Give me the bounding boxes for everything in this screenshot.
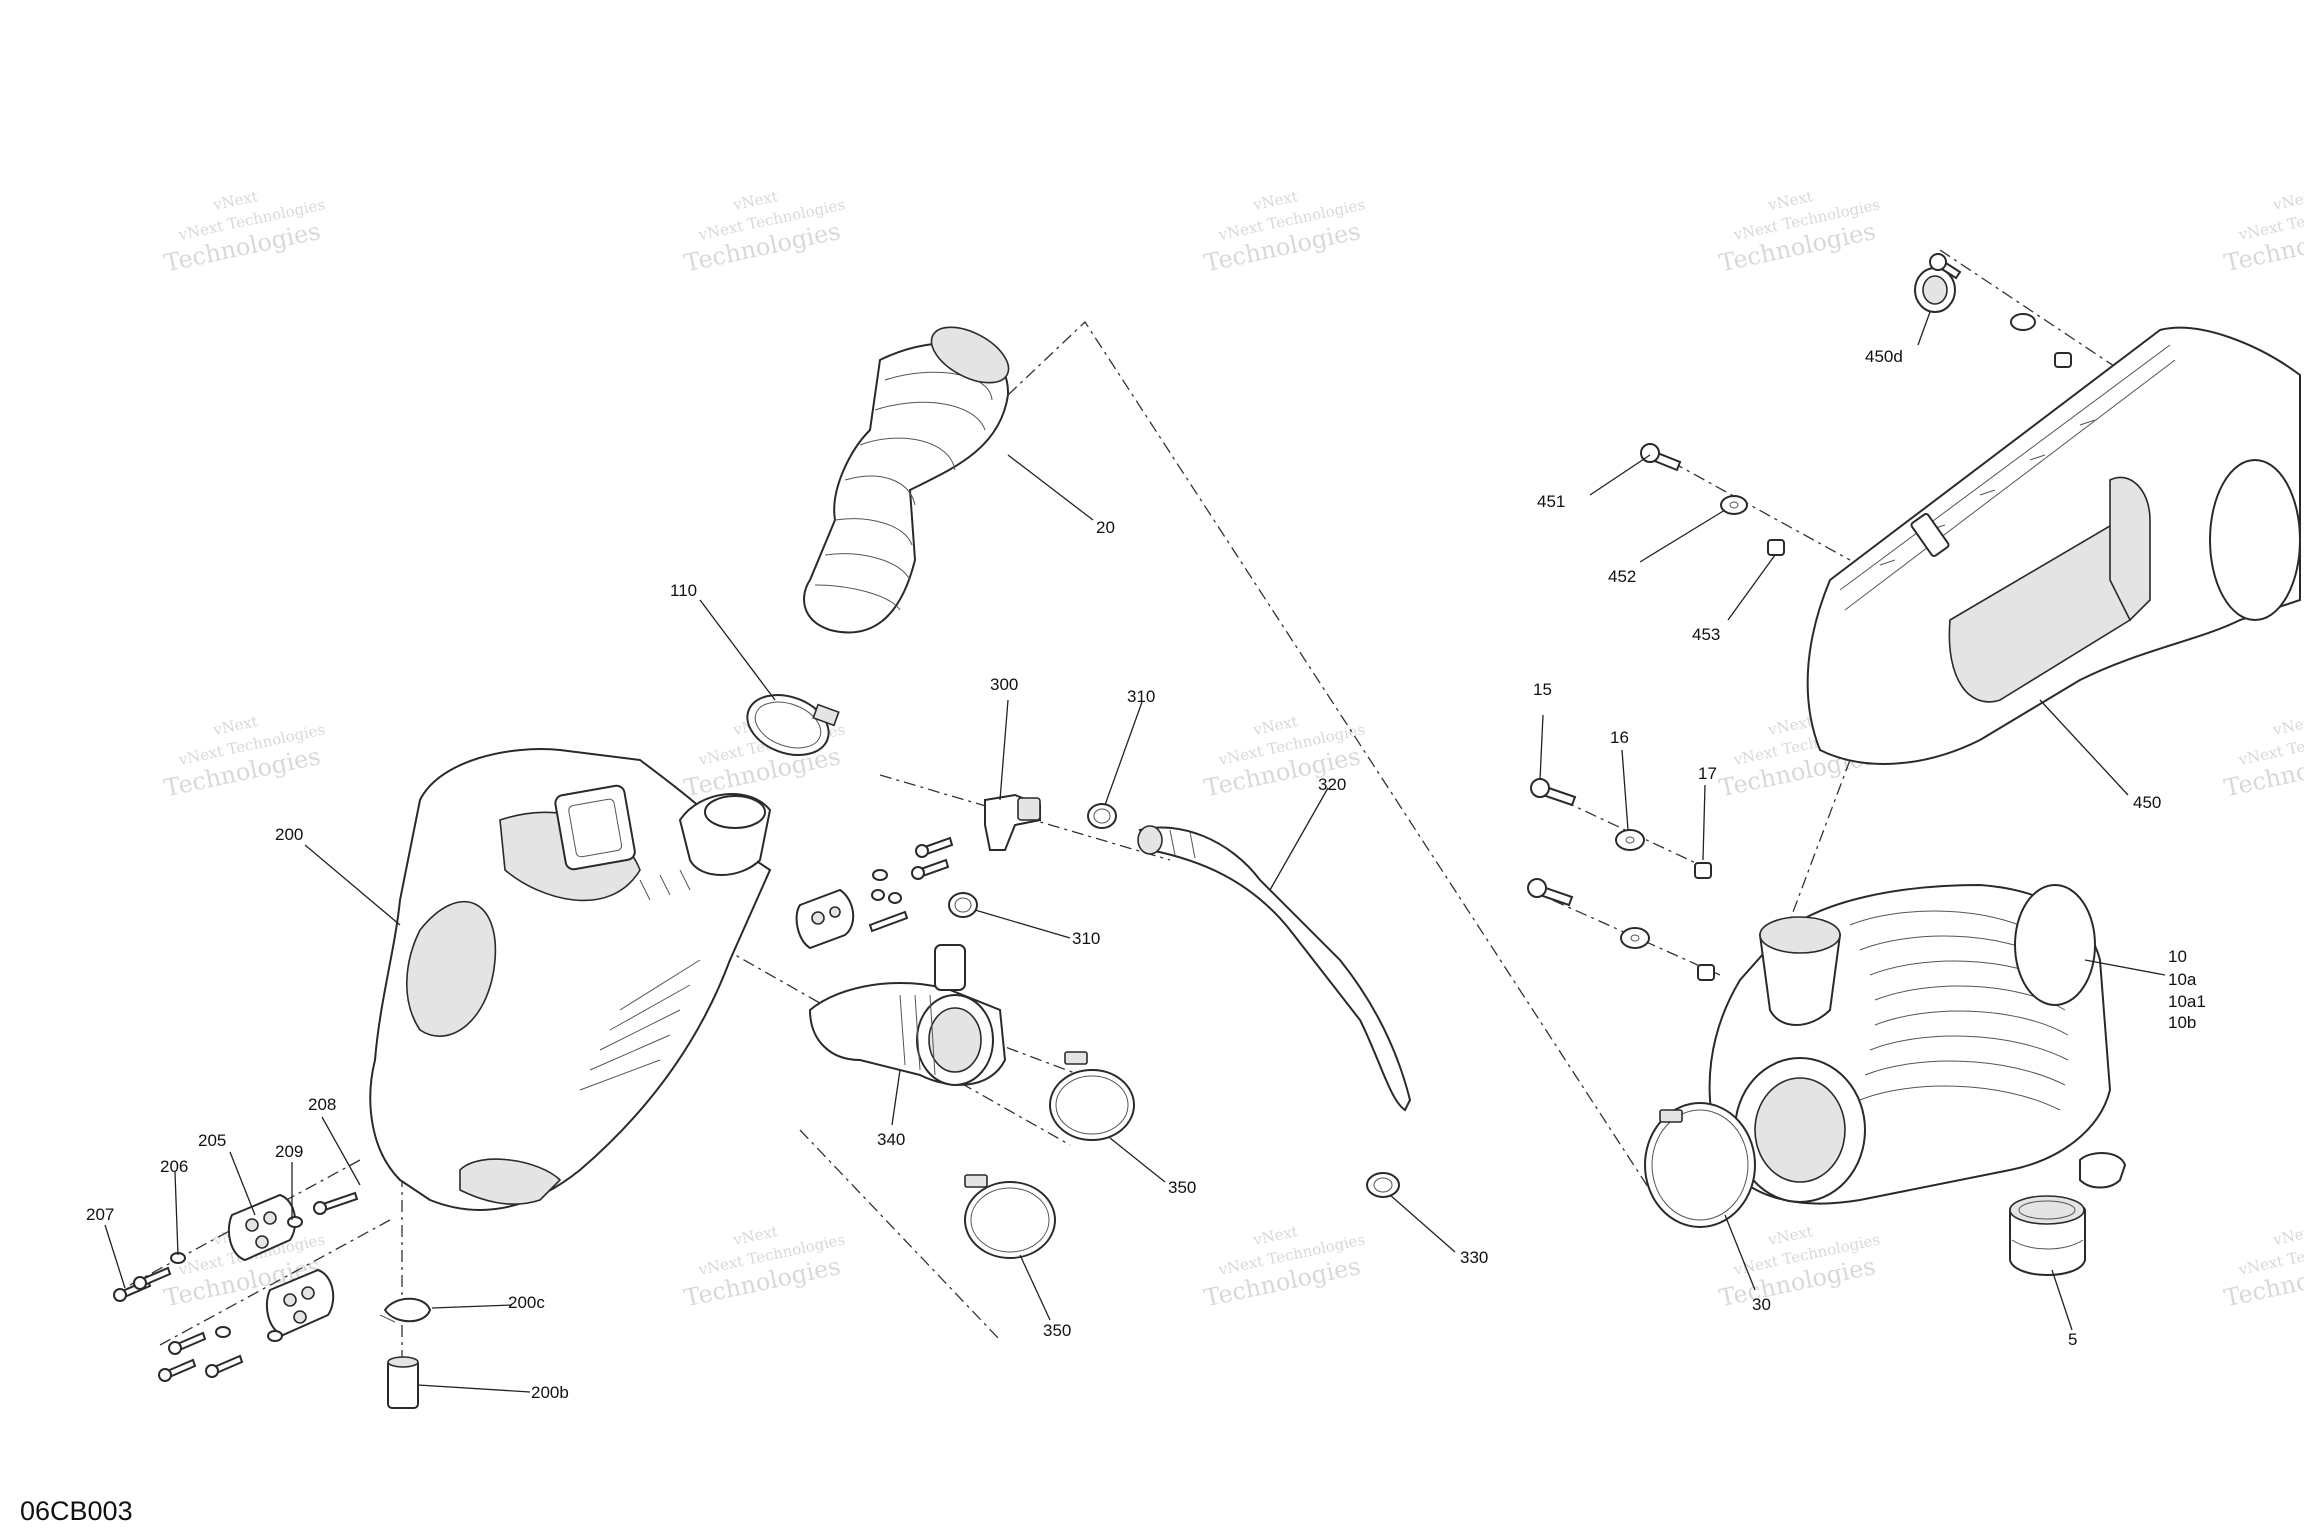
air-filter-10 — [1708, 883, 2127, 1205]
label-200c: 200c — [508, 1293, 545, 1312]
label-350-lower: 350 — [1043, 1321, 1071, 1340]
elbow-fitting-300 — [984, 793, 1041, 851]
label-10a1: 10a1 — [2168, 992, 2206, 1011]
label-5: 5 — [2068, 1330, 2077, 1349]
airbox-housing — [369, 748, 772, 1211]
label-451: 451 — [1537, 492, 1565, 511]
clamp-330 — [1366, 1172, 1400, 1198]
label-452: 452 — [1608, 567, 1636, 586]
label-10: 10 — [2168, 947, 2187, 966]
washer-16 — [1615, 829, 1650, 949]
airbox-cover-450 — [1806, 326, 2301, 765]
watermark: vNext vNext Technologies Technologies — [1202, 1222, 1367, 1312]
clip-200c — [379, 1297, 432, 1323]
figure-id: 06CB003 — [20, 1496, 133, 1526]
label-30: 30 — [1752, 1295, 1771, 1314]
watermark: vNext vNext Technologies Technologies — [162, 187, 327, 277]
clamp-350-lower — [964, 1174, 1056, 1259]
label-310-lower: 310 — [1072, 929, 1100, 948]
label-300: 300 — [990, 675, 1018, 694]
label-200: 200 — [275, 825, 303, 844]
label-200b: 200b — [531, 1383, 569, 1402]
label-205: 205 — [198, 1131, 226, 1150]
clamp-310-upper — [1087, 803, 1117, 829]
assembly-line — [159, 1219, 391, 1346]
label-10a: 10a — [2168, 970, 2197, 989]
washer-209 — [287, 1216, 303, 1228]
label-453: 453 — [1692, 625, 1720, 644]
watermark: vNext vNext Technologies Technologies — [1717, 187, 1882, 277]
breather-screws — [868, 836, 954, 933]
adapter-340 — [808, 944, 1007, 1086]
label-110: 110 — [670, 581, 697, 600]
label-17: 17 — [1698, 764, 1717, 783]
nut-453 — [1767, 539, 1785, 556]
assembly-line — [959, 1029, 1081, 1076]
intake-hose — [803, 326, 1010, 634]
screw-207 — [113, 1266, 244, 1382]
label-310-upper: 310 — [1127, 687, 1155, 706]
watermark: vNext vNext Technologies Technologies — [682, 187, 847, 277]
breather-plate — [795, 888, 855, 950]
clamp-110 — [746, 694, 840, 756]
grommet-450d — [1914, 267, 1956, 313]
screw-208 — [313, 1191, 359, 1215]
label-320: 320 — [1318, 775, 1346, 794]
mount-plate-205 — [227, 1193, 297, 1262]
assembly-line — [1007, 320, 1651, 1191]
label-10b: 10b — [2168, 1013, 2196, 1032]
label-450: 450 — [2133, 793, 2161, 812]
vent-hose-320 — [1137, 825, 1412, 1112]
assembly-line — [1649, 449, 1851, 561]
watermark: vNext vNext Technologies Technologies — [682, 1222, 847, 1312]
label-450d: 450d — [1865, 347, 1903, 366]
assembly-line — [699, 934, 1071, 1146]
label-207: 207 — [86, 1205, 114, 1224]
nut-top — [2054, 352, 2072, 368]
watermark: vNext vNext Technologies Technologies — [2222, 187, 2304, 277]
label-206: 206 — [160, 1157, 188, 1176]
label-208: 208 — [308, 1095, 336, 1114]
label-350-upper: 350 — [1168, 1178, 1196, 1197]
label-330: 330 — [1460, 1248, 1488, 1267]
washer-top — [2010, 313, 2036, 331]
watermark-text: vNext — [2271, 1222, 2304, 1249]
label-16: 16 — [1610, 728, 1629, 747]
assembly-line — [1939, 249, 2121, 371]
label-20: 20 — [1096, 518, 1115, 537]
watermark: vNext vNext Technologies Technologies — [162, 712, 327, 802]
watermark: vNext vNext Technologies Technologies — [2222, 712, 2304, 802]
assembly-line — [1759, 759, 1851, 1001]
bolt-451 — [1640, 443, 1682, 472]
assembly-line — [799, 1129, 1001, 1341]
clamp-310-lower — [948, 892, 978, 918]
part-labels: 20 110 200 208 205 206 207 209 200c 200b… — [86, 347, 2206, 1402]
bolt-15 — [1527, 778, 1577, 907]
watermark-text: vNext — [2271, 712, 2304, 739]
nut-17 — [1694, 862, 1715, 981]
clamp-30 — [1644, 1102, 1756, 1228]
watermark: vNext vNext Technologies Technologies — [2222, 1222, 2304, 1312]
label-15: 15 — [1533, 680, 1552, 699]
label-209: 209 — [275, 1142, 303, 1161]
sleeve-200b — [387, 1356, 419, 1409]
coupler-5 — [2009, 1195, 2086, 1276]
bolt-top — [1929, 253, 1962, 280]
watermark-text: vNext — [2271, 187, 2304, 214]
watermark: vNext vNext Technologies Technologies — [1717, 1222, 1882, 1312]
clamp-350-upper — [1049, 1051, 1135, 1141]
washer-452 — [1720, 495, 1748, 515]
label-340: 340 — [877, 1130, 905, 1149]
leader-lines — [104, 311, 2166, 1393]
watermark: vNext vNext Technologies Technologies — [1202, 187, 1367, 277]
mount-plate-lower — [265, 1268, 335, 1337]
